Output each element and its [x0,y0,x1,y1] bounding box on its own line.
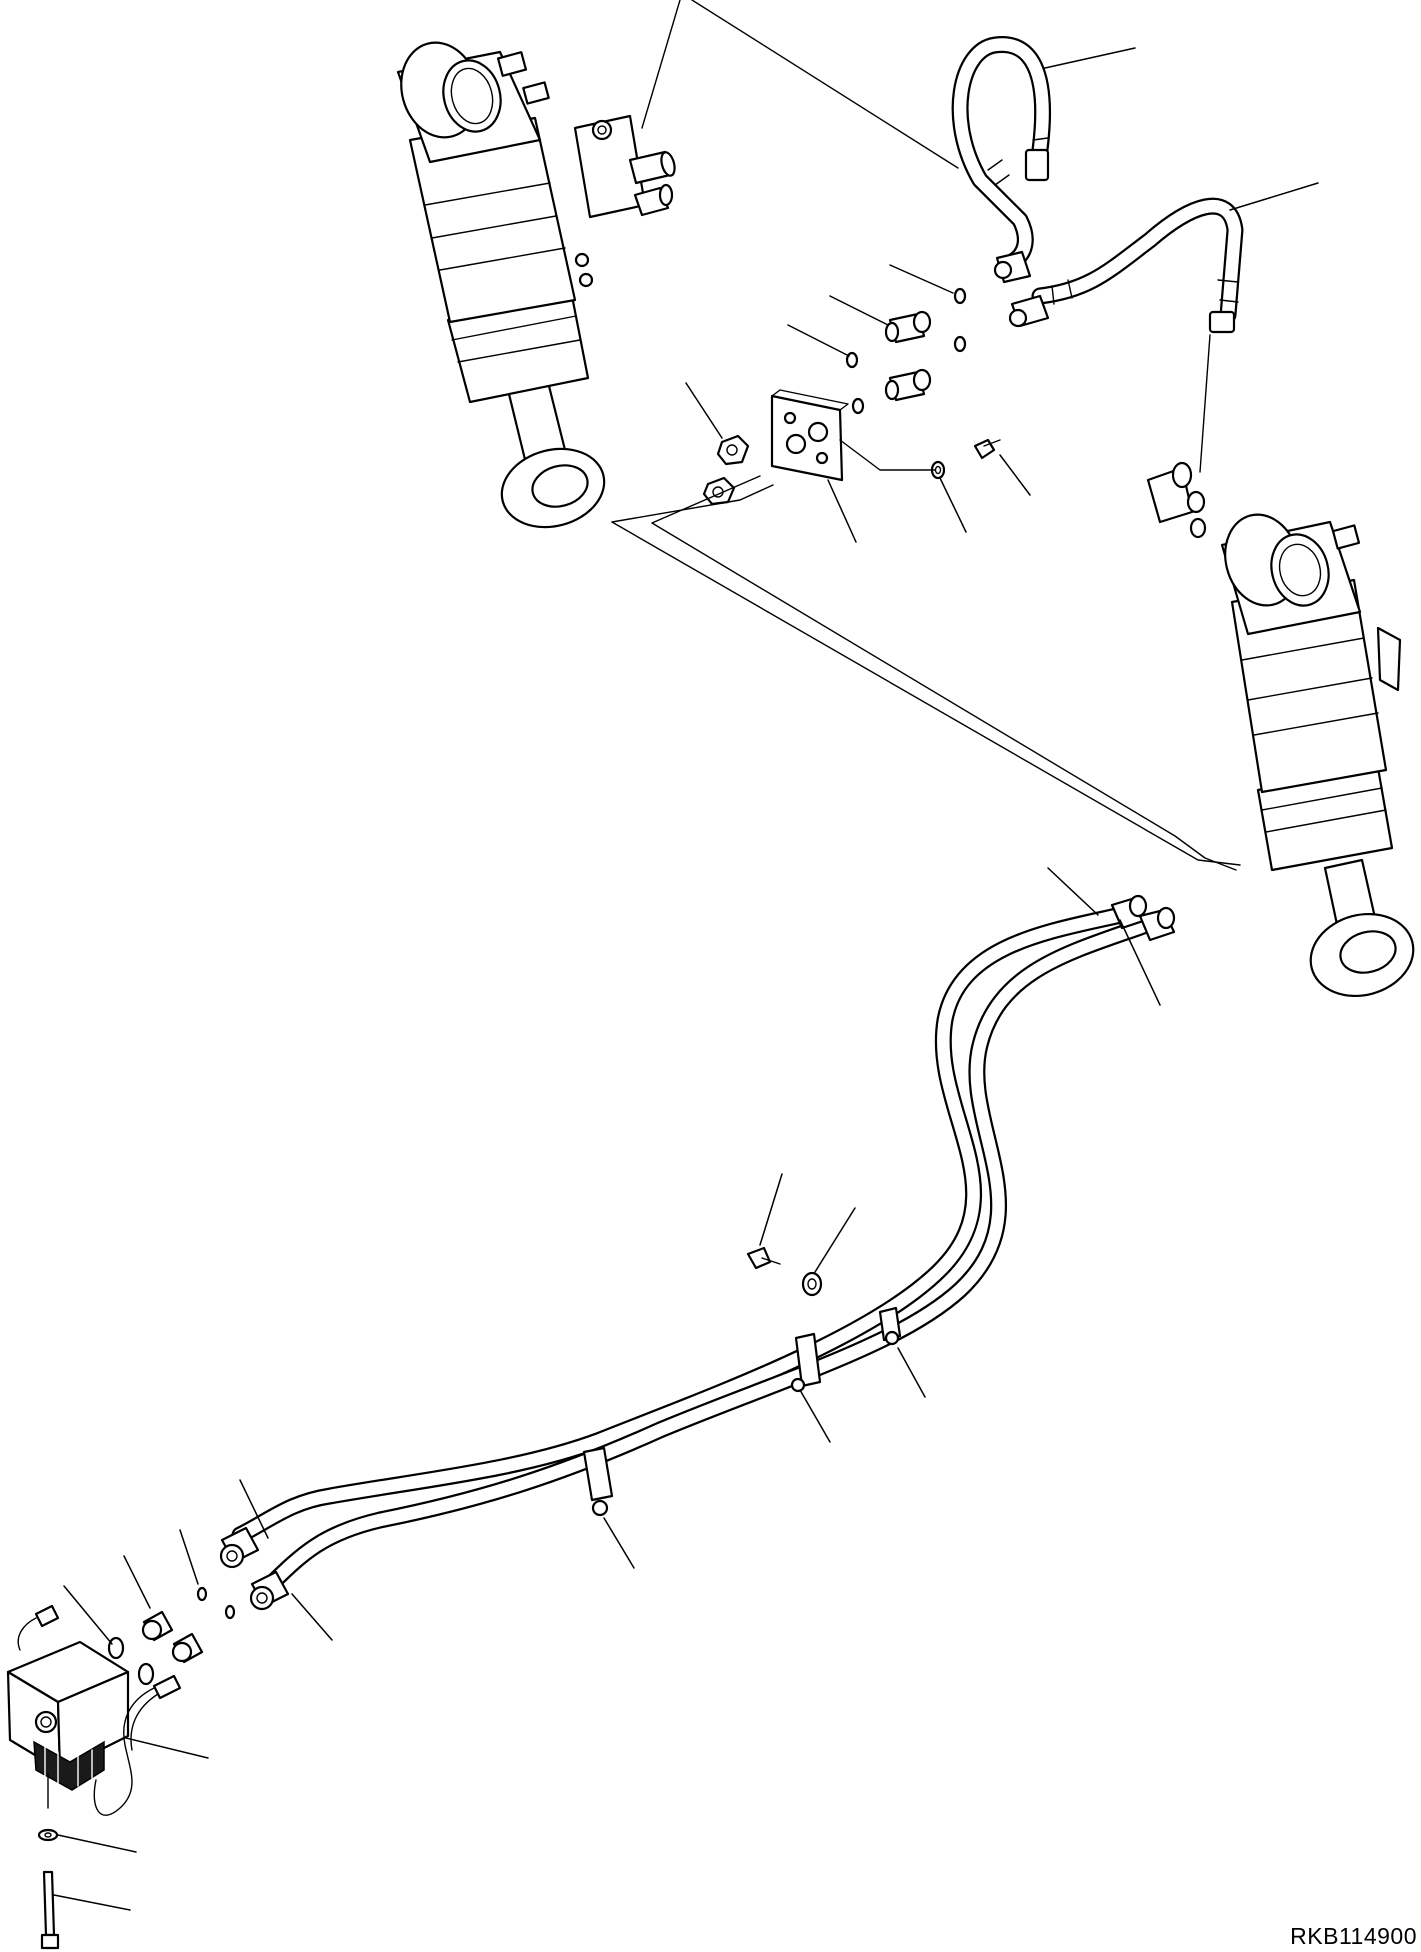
leader-lines [53,47,1319,1911]
mounting-plate [770,389,849,482]
adapter-fittings [702,310,1001,506]
hose-main-pair [219,894,1176,1611]
lower-fittings [107,1586,236,1686]
hydraulic-cylinder-right [1146,461,1415,998]
o-rings [845,287,967,480]
hose-upper-right [1008,197,1244,334]
bolt-and-washer [37,1773,60,1950]
assembly-outline [611,0,1241,871]
solenoid-valve-block [6,1604,182,1816]
hydraulic-cylinder-left [396,41,676,529]
hose-clamps [582,1246,902,1517]
drawing-reference-code: RKB114900 [1290,1923,1417,1949]
hose-upper-left [951,35,1052,284]
